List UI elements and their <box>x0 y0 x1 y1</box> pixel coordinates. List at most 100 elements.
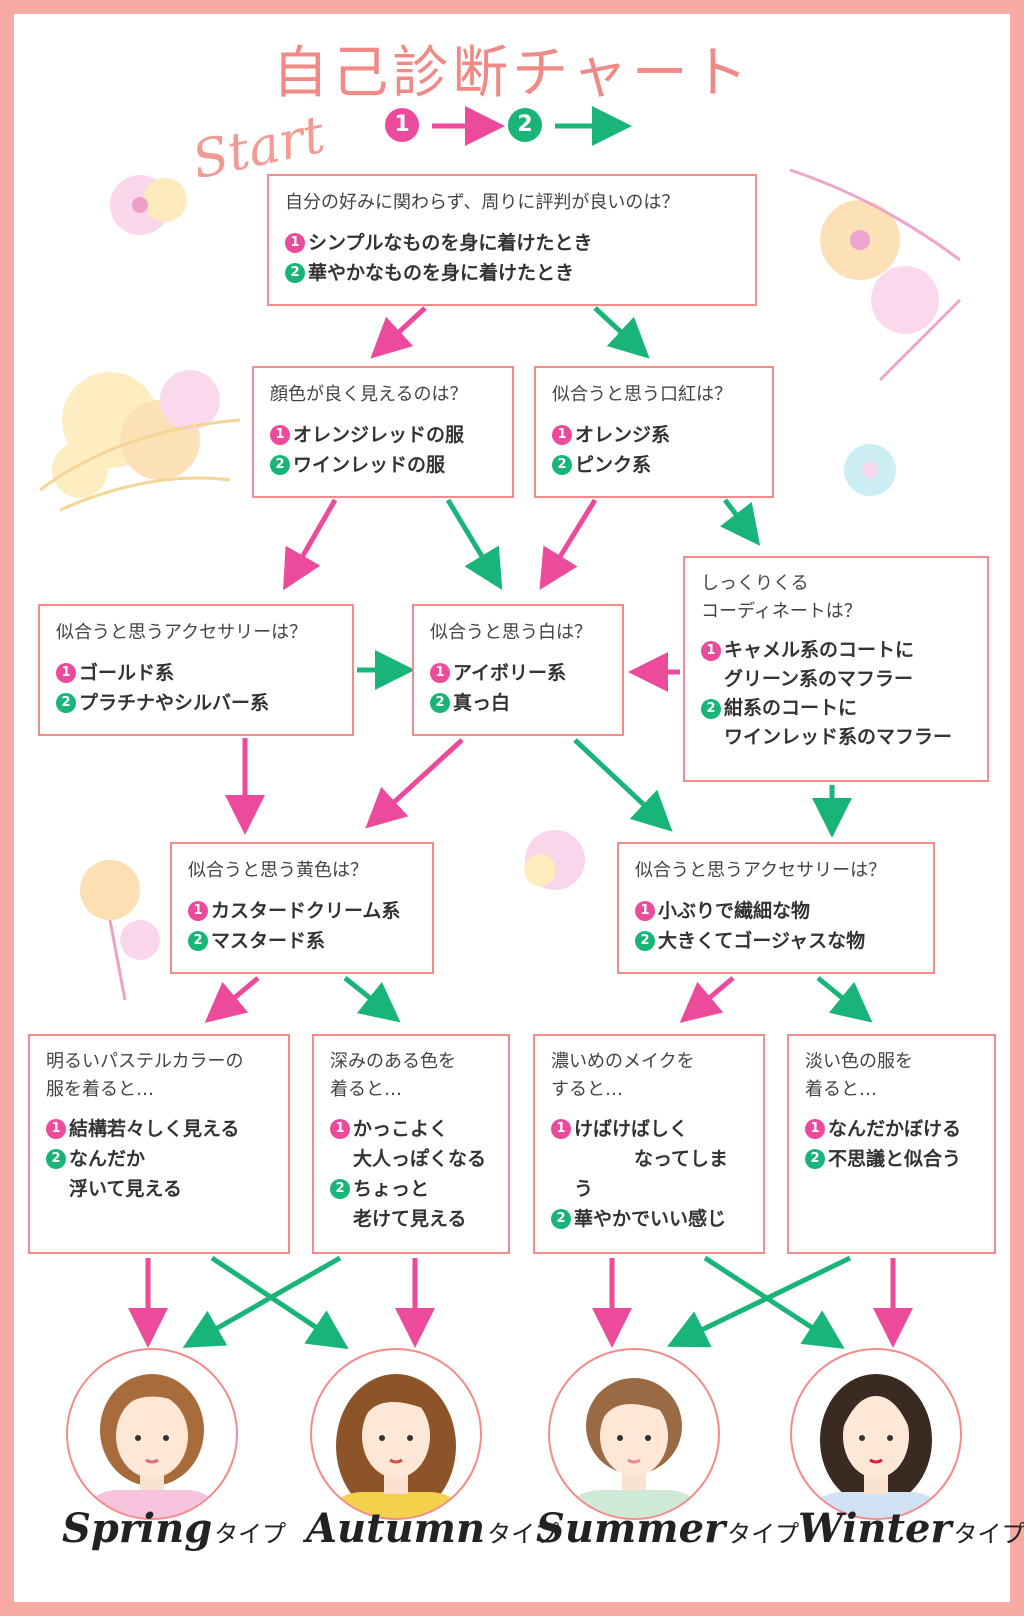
option-number-2: 2 <box>701 699 721 719</box>
question-text: 似合うと思う白は？ <box>430 622 592 643</box>
option-number-2: 2 <box>635 931 655 951</box>
option-line: なんだか <box>69 1148 146 1170</box>
option-number-1: 1 <box>430 663 450 683</box>
option-line: 老けて見える <box>353 1208 467 1230</box>
option-label: なんだか浮いて見える <box>69 1144 182 1204</box>
winter-avatar <box>790 1348 962 1520</box>
option-label: マスタード系 <box>211 930 326 952</box>
spring-portrait-icon <box>88 1374 216 1518</box>
arrow <box>204 976 260 1023</box>
option-line: 浮いて見える <box>69 1178 182 1200</box>
question-line: 濃いめのメイクを <box>551 1051 695 1072</box>
option-label: ゴールド系 <box>79 662 175 684</box>
result-name: Autumn <box>306 1505 486 1552</box>
result-suffix: タイプ <box>214 1520 287 1548</box>
option-label: 大きくてゴージャスな物 <box>658 930 866 952</box>
arrow <box>283 498 338 591</box>
option-line: 大人っぽくなる <box>353 1148 487 1170</box>
option-number-1: 1 <box>701 641 721 661</box>
spring-avatar <box>66 1348 238 1520</box>
option-number-1: 1 <box>552 425 572 445</box>
flower-icon <box>110 175 187 235</box>
result-autumn: Autumnタイプ <box>306 1505 559 1552</box>
autumn-portrait-icon <box>332 1374 460 1518</box>
flower-icon <box>39 370 241 512</box>
legend-num-2: 2 <box>508 108 542 142</box>
option-label: シンプルなものを身に着けたとき <box>308 232 593 254</box>
question-text: しっくりくる コーディネートは？ <box>701 570 971 626</box>
arrow <box>445 498 503 591</box>
result-name: Summer <box>536 1505 726 1552</box>
question-line: 淡い色の服を <box>805 1051 913 1072</box>
legend-green: 2 <box>508 108 542 142</box>
option-label: なんだかぼける <box>828 1118 962 1140</box>
result-suffix: タイプ <box>727 1520 800 1548</box>
question-line: 着ると… <box>330 1079 402 1100</box>
question-text: 濃いめのメイクを すると… <box>551 1048 747 1104</box>
question-line: 明るいパステルカラーの <box>46 1051 244 1072</box>
option-number-1: 1 <box>270 425 290 445</box>
option-label: 不思議と似合う <box>828 1148 962 1170</box>
arrow <box>573 738 673 832</box>
question-text: 淡い色の服を 着ると… <box>805 1048 978 1104</box>
option-number-1: 1 <box>635 901 655 921</box>
option-line: グリーン系のマフラー <box>724 668 914 690</box>
arrow <box>370 306 427 359</box>
option-number-1: 1 <box>46 1119 66 1139</box>
arrow <box>816 976 873 1023</box>
winter-portrait-icon <box>812 1374 940 1518</box>
option-label: かっこよく大人っぽくなる <box>353 1114 486 1174</box>
arrow <box>343 976 401 1023</box>
option-number-1: 1 <box>285 233 305 253</box>
result-winter: Winterタイプ <box>798 1505 1024 1552</box>
question-line: 着ると… <box>805 1079 877 1100</box>
result-name: Winter <box>798 1505 952 1552</box>
flower-icon <box>524 830 585 890</box>
arrow <box>182 1255 342 1348</box>
option-label: ちょっと老けて見える <box>353 1174 466 1234</box>
summer-avatar <box>548 1348 720 1520</box>
option-line: ちょっと <box>353 1178 430 1200</box>
option-line: ワインレッド系のマフラー <box>724 726 953 748</box>
option-label: 真っ白 <box>453 692 511 714</box>
question-text: 深みのある色を 着ると… <box>330 1048 492 1104</box>
autumn-avatar <box>310 1348 482 1520</box>
result-suffix: タイプ <box>487 1520 560 1548</box>
chart-title: 自己診断チャート <box>272 41 752 106</box>
arrow <box>679 976 735 1023</box>
option-label: 華やかなものを身に着けたとき <box>308 262 575 284</box>
option-number-2: 2 <box>285 263 305 283</box>
question-line: しっくりくる <box>701 573 809 594</box>
question-text: 似合うと思う黄色は？ <box>188 860 368 881</box>
option-line: 紺系のコートに <box>724 697 858 719</box>
option-number-2: 2 <box>552 455 572 475</box>
result-summer: Summerタイプ <box>536 1505 799 1552</box>
question-line: コーディネートは？ <box>701 601 862 622</box>
question-text: 似合うと思う口紅は？ <box>552 384 732 405</box>
option-number-1: 1 <box>805 1119 825 1139</box>
option-number-2: 2 <box>551 1209 571 1229</box>
